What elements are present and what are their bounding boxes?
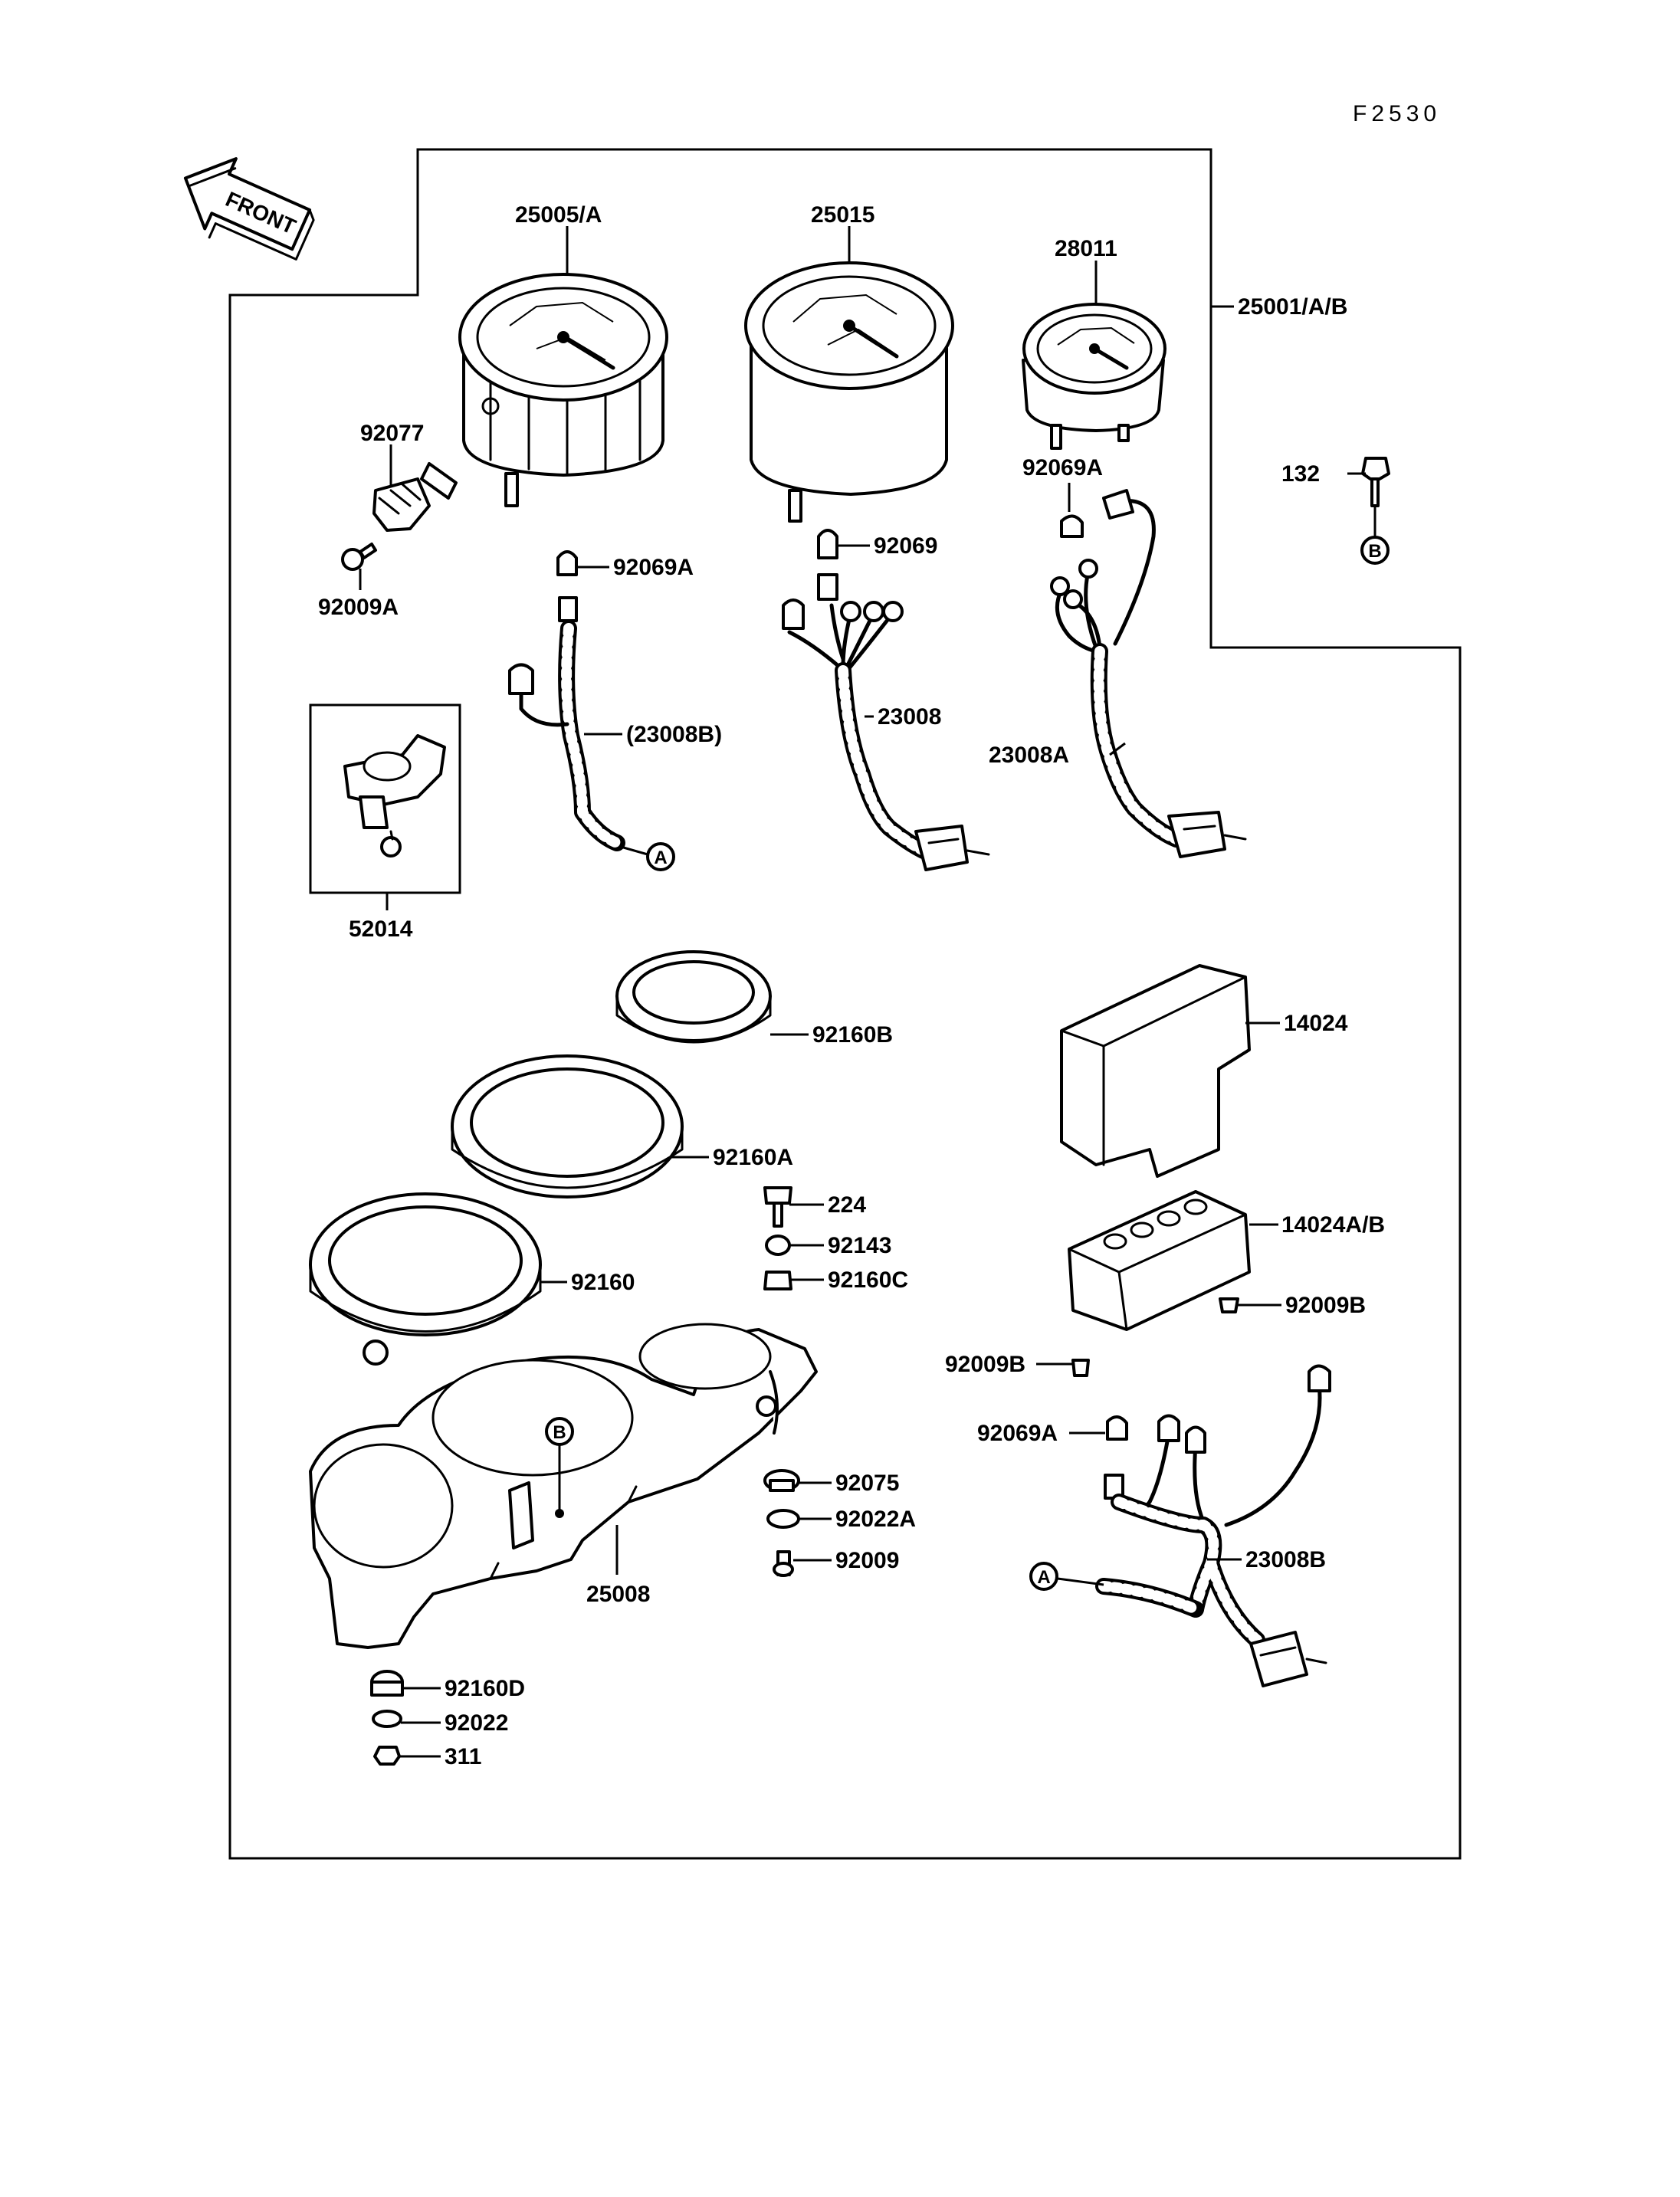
label-92160c: 92160C bbox=[828, 1267, 908, 1293]
hardware-stack-bottom bbox=[370, 1670, 404, 1766]
callout-a-top: A bbox=[620, 842, 675, 871]
label-92009: 92009 bbox=[835, 1548, 899, 1573]
speedometer bbox=[744, 261, 954, 523]
label-224: 224 bbox=[828, 1192, 866, 1218]
label-92009b-right: 92009B bbox=[1285, 1293, 1366, 1318]
svg-text:A: A bbox=[1037, 1567, 1050, 1588]
label-25008: 25008 bbox=[586, 1582, 650, 1607]
label-92022: 92022 bbox=[445, 1710, 508, 1736]
box-52014 bbox=[309, 703, 461, 894]
label-92069a-top: 92069A bbox=[1022, 455, 1103, 480]
label-23008a: 23008A bbox=[989, 743, 1069, 768]
label-23008b-paren: (23008B) bbox=[626, 722, 722, 747]
label-25005a: 25005/A bbox=[515, 202, 602, 228]
label-92009b-left: 92009B bbox=[945, 1352, 1025, 1377]
label-92077: 92077 bbox=[360, 421, 424, 446]
label-92069a-left: 92069A bbox=[613, 555, 694, 580]
label-92069a-bottom: 92069A bbox=[977, 1421, 1058, 1446]
label-25015: 25015 bbox=[811, 202, 874, 228]
meter-bracket-25008 bbox=[309, 1323, 818, 1649]
harness-23008 bbox=[782, 598, 990, 871]
lens-holder-14024ab bbox=[1068, 1190, 1251, 1331]
bolt-132 bbox=[1361, 457, 1390, 507]
bulb-92069 bbox=[817, 529, 838, 601]
drive-gear bbox=[372, 462, 458, 532]
assembly-boundary bbox=[228, 148, 1462, 1860]
callout-b-bracket: B bbox=[545, 1417, 574, 1513]
label-311: 311 bbox=[445, 1744, 481, 1769]
label-14024: 14024 bbox=[1284, 1011, 1348, 1036]
svg-text:A: A bbox=[654, 848, 667, 868]
label-23008b: 23008B bbox=[1245, 1547, 1326, 1572]
ring-92160b bbox=[615, 950, 772, 1044]
ring-92160a bbox=[451, 1054, 684, 1199]
label-23008: 23008 bbox=[878, 704, 941, 730]
label-52014: 52014 bbox=[349, 917, 413, 942]
label-92160a: 92160A bbox=[713, 1145, 793, 1170]
small-gauge bbox=[1022, 303, 1166, 450]
harness-23008a bbox=[1050, 489, 1247, 858]
cover-14024 bbox=[1060, 964, 1251, 1178]
part-labels: 25005/A 25015 28011 25001/A/B 92077 9206… bbox=[318, 202, 1385, 1769]
harness-23008b-sub bbox=[508, 620, 625, 851]
label-28011: 28011 bbox=[1055, 236, 1117, 261]
label-92143: 92143 bbox=[828, 1233, 891, 1258]
label-92069: 92069 bbox=[874, 533, 937, 559]
leader-lines bbox=[359, 226, 1366, 1758]
label-92075: 92075 bbox=[835, 1471, 899, 1496]
label-92160: 92160 bbox=[571, 1270, 635, 1295]
svg-text:B: B bbox=[1368, 541, 1381, 562]
bulb-92069a-top bbox=[1060, 514, 1084, 538]
figure-reference: F2530 bbox=[1353, 101, 1441, 126]
callout-a-bottom: A bbox=[1029, 1562, 1104, 1591]
label-132: 132 bbox=[1281, 461, 1320, 487]
callout-b-top: B bbox=[1360, 506, 1390, 565]
front-direction-arrow: FRONT bbox=[183, 157, 315, 261]
label-92160d: 92160D bbox=[445, 1676, 525, 1701]
label-92022a: 92022A bbox=[835, 1507, 916, 1532]
tachometer bbox=[458, 273, 668, 507]
label-14024ab: 14024A/B bbox=[1281, 1212, 1385, 1238]
screws-92009b bbox=[1071, 1297, 1239, 1377]
bulb-92069a-bottom bbox=[1104, 1415, 1128, 1500]
harness-23008b bbox=[1095, 1364, 1331, 1687]
label-92160b: 92160B bbox=[812, 1022, 893, 1048]
label-92009a: 92009A bbox=[318, 595, 399, 620]
ring-92160 bbox=[309, 1192, 542, 1366]
screw-92009a bbox=[341, 543, 377, 571]
label-25001ab: 25001/A/B bbox=[1238, 294, 1347, 320]
svg-text:B: B bbox=[553, 1422, 566, 1443]
bulb-92069a-left bbox=[556, 550, 578, 622]
